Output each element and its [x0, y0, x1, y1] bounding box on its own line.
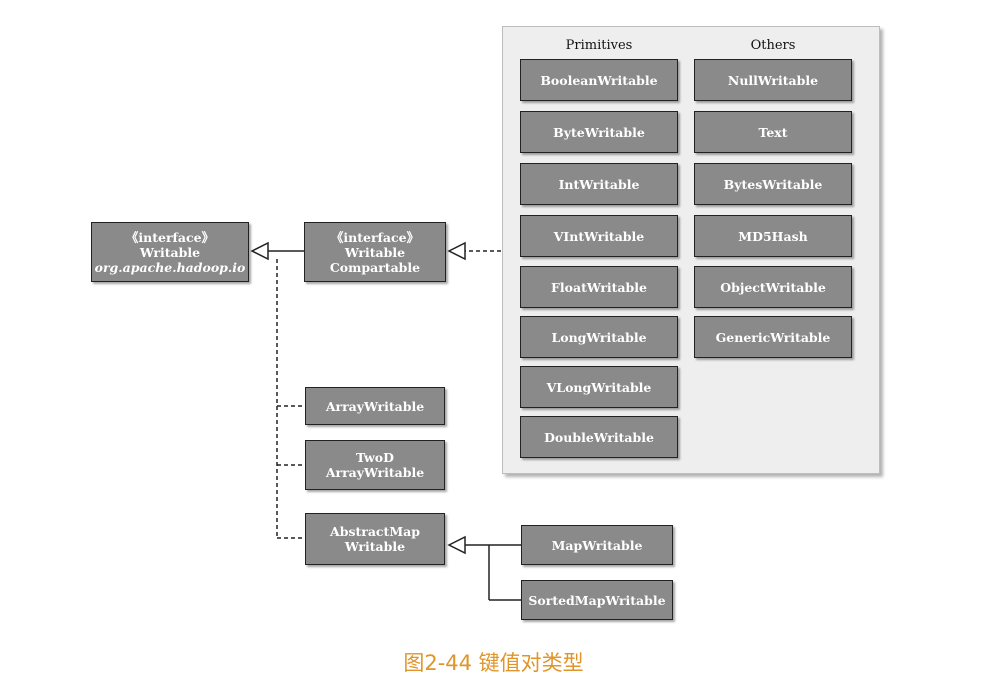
twod-array-writable-box: TwoD ArrayWritable: [305, 440, 445, 490]
abstract-map-writable-line2: Writable: [344, 539, 406, 554]
other-box-generic-writable: GenericWritable: [694, 316, 852, 358]
writable-comparable-stereotype: 《interface》: [330, 229, 420, 245]
abstract-map-writable-box: AbstractMap Writable: [305, 513, 445, 565]
primitive-box-vlong-writable: VLongWritable: [520, 366, 678, 408]
primitives-header: Primitives: [565, 38, 633, 53]
writable-comparable-name: Writable: [344, 244, 406, 260]
map-writable-box: MapWritable: [521, 525, 673, 565]
writable-comparable-name-2: Compartable: [329, 259, 421, 275]
writable-interface-box: 《interface》 Writable org.apache.hadoop.i…: [91, 222, 249, 282]
writable-stereotype: 《interface》: [125, 229, 215, 245]
primitive-box-double-writable: DoubleWritable: [520, 416, 678, 458]
writable-comparable-interface-box: 《interface》 Writable Compartable: [304, 222, 446, 282]
primitive-box-int-writable: IntWritable: [520, 163, 678, 205]
other-box-bytes-writable: BytesWritable: [694, 163, 852, 205]
primitive-box-vint-writable: VIntWritable: [520, 215, 678, 257]
abstract-map-writable-line1: AbstractMap: [330, 524, 420, 539]
other-box-object-writable: ObjectWritable: [694, 266, 852, 308]
other-box-null-writable: NullWritable: [694, 59, 852, 101]
twod-array-writable-line2: ArrayWritable: [325, 465, 425, 480]
others-header: Others: [750, 38, 796, 53]
primitive-box-byte-writable: ByteWritable: [520, 111, 678, 153]
writable-name: Writable: [139, 244, 201, 260]
other-box-text: Text: [694, 111, 852, 153]
other-box-md5hash: MD5Hash: [694, 215, 852, 257]
writable-package: org.apache.hadoop.io: [94, 259, 246, 275]
sorted-map-writable-box: SortedMapWritable: [521, 580, 673, 620]
primitive-box-float-writable: FloatWritable: [520, 266, 678, 308]
primitive-box-boolean-writable: BooleanWritable: [520, 59, 678, 101]
figure-caption: 图2-44 键值对类型: [403, 651, 584, 675]
twod-array-writable-line1: TwoD: [356, 450, 394, 465]
primitive-box-long-writable: LongWritable: [520, 316, 678, 358]
array-writable-box: ArrayWritable: [305, 387, 445, 425]
